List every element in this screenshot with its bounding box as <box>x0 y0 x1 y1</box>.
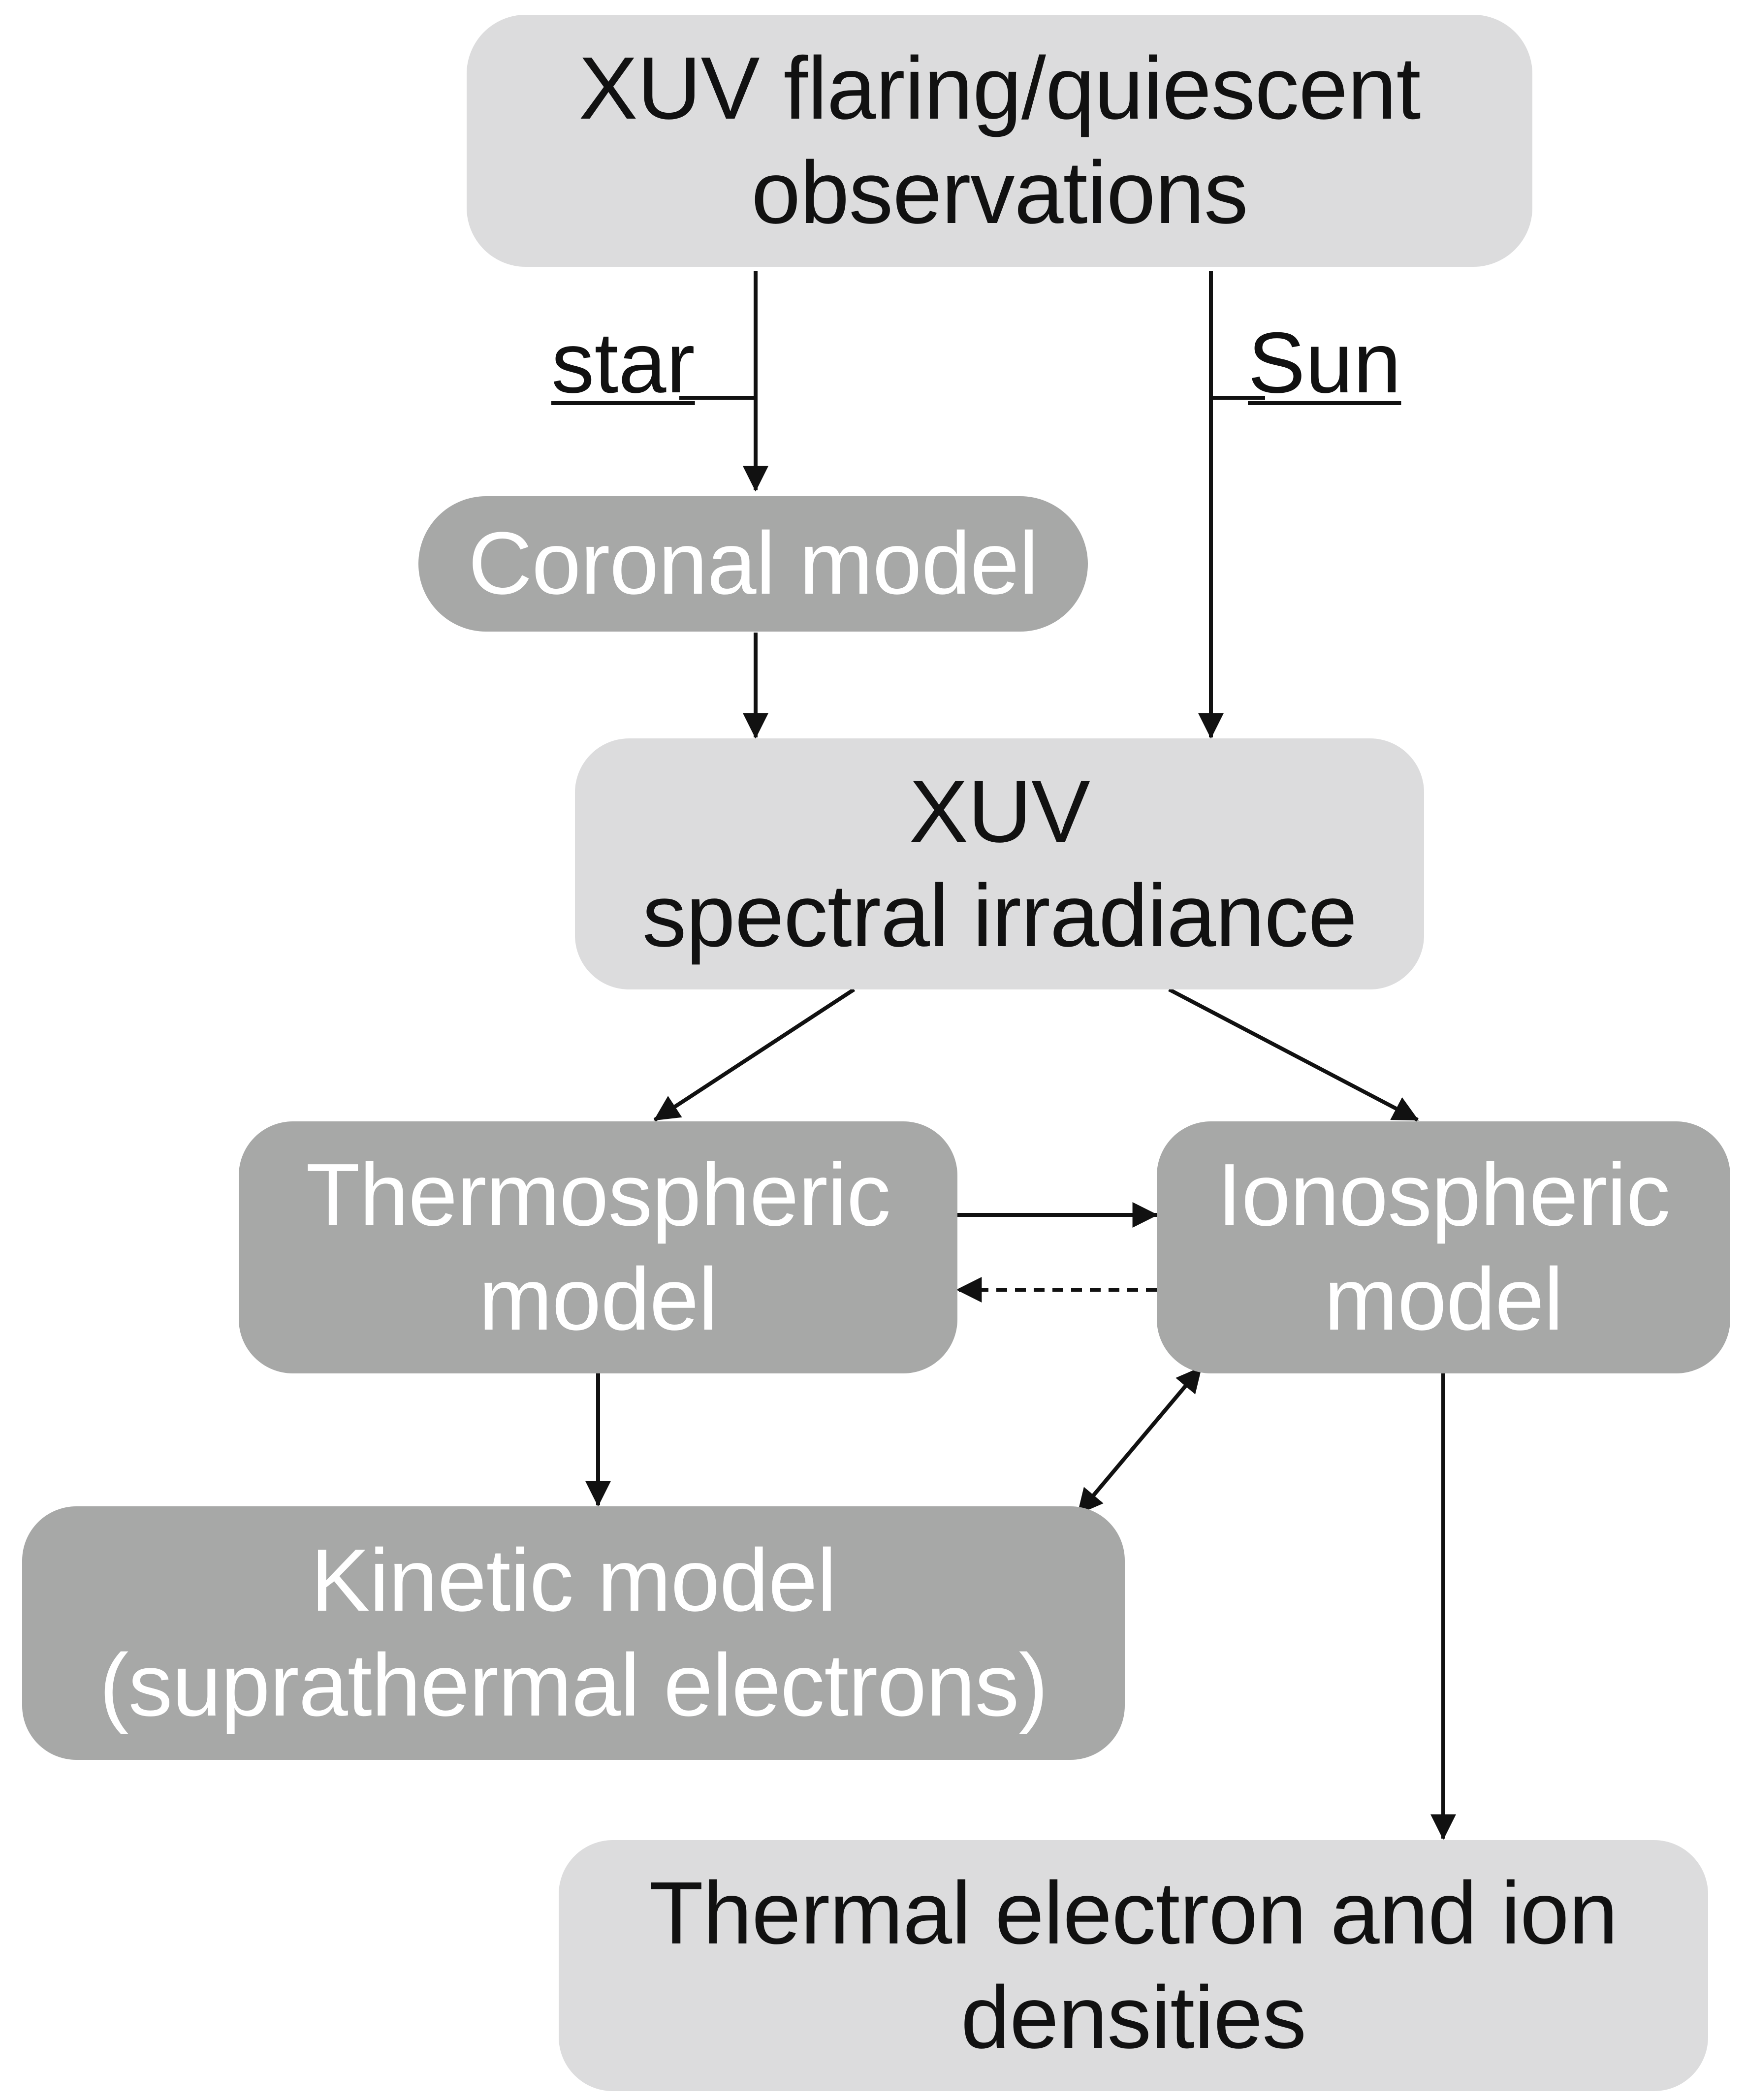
node-observations-line-1: XUV flaring/quiescent <box>578 38 1421 138</box>
node-kinetic-model-line-1: Kinetic model <box>311 1531 837 1630</box>
node-observations-line-2: observations <box>751 143 1248 242</box>
edge-irradiance-to-ionospheric <box>1168 987 1419 1122</box>
edge-irradiance-to-thermospheric <box>653 987 856 1122</box>
node-thermospheric-model-line-1: Thermospheric <box>306 1145 890 1244</box>
star-branch-label: star <box>551 315 695 411</box>
node-thermal-densities-line-2: densities <box>960 1968 1306 2067</box>
node-kinetic-model: Kinetic model (suprathermal electrons) <box>22 1506 1125 1760</box>
sun-branch-label: Sun <box>1248 315 1401 411</box>
node-coronal-model: Coronal model <box>418 496 1088 632</box>
node-observations: XUV flaring/quiescent observations <box>467 15 1532 267</box>
edge-ionospheric-kinetic-bidirectional <box>1076 1366 1203 1515</box>
node-ionospheric-model-line-1: Ionospheric <box>1217 1145 1671 1244</box>
node-ionospheric-model: Ionospheric model <box>1157 1121 1730 1373</box>
node-coronal-model-line-1: Coronal model <box>468 514 1039 613</box>
node-ionospheric-model-line-2: model <box>1324 1250 1563 1349</box>
node-spectral-irradiance-line-2: spectral irradiance <box>642 866 1358 965</box>
node-thermal-densities: Thermal electron and ion densities <box>559 1840 1708 2091</box>
node-thermal-densities-line-1: Thermal electron and ion <box>649 1863 1618 1963</box>
node-thermospheric-model-line-2: model <box>478 1250 718 1349</box>
node-thermospheric-model: Thermospheric model <box>239 1121 957 1373</box>
node-kinetic-model-line-2: (suprathermal electrons) <box>99 1635 1048 1735</box>
node-spectral-irradiance-line-1: XUV <box>909 762 1090 861</box>
node-spectral-irradiance: XUV spectral irradiance <box>575 738 1424 989</box>
